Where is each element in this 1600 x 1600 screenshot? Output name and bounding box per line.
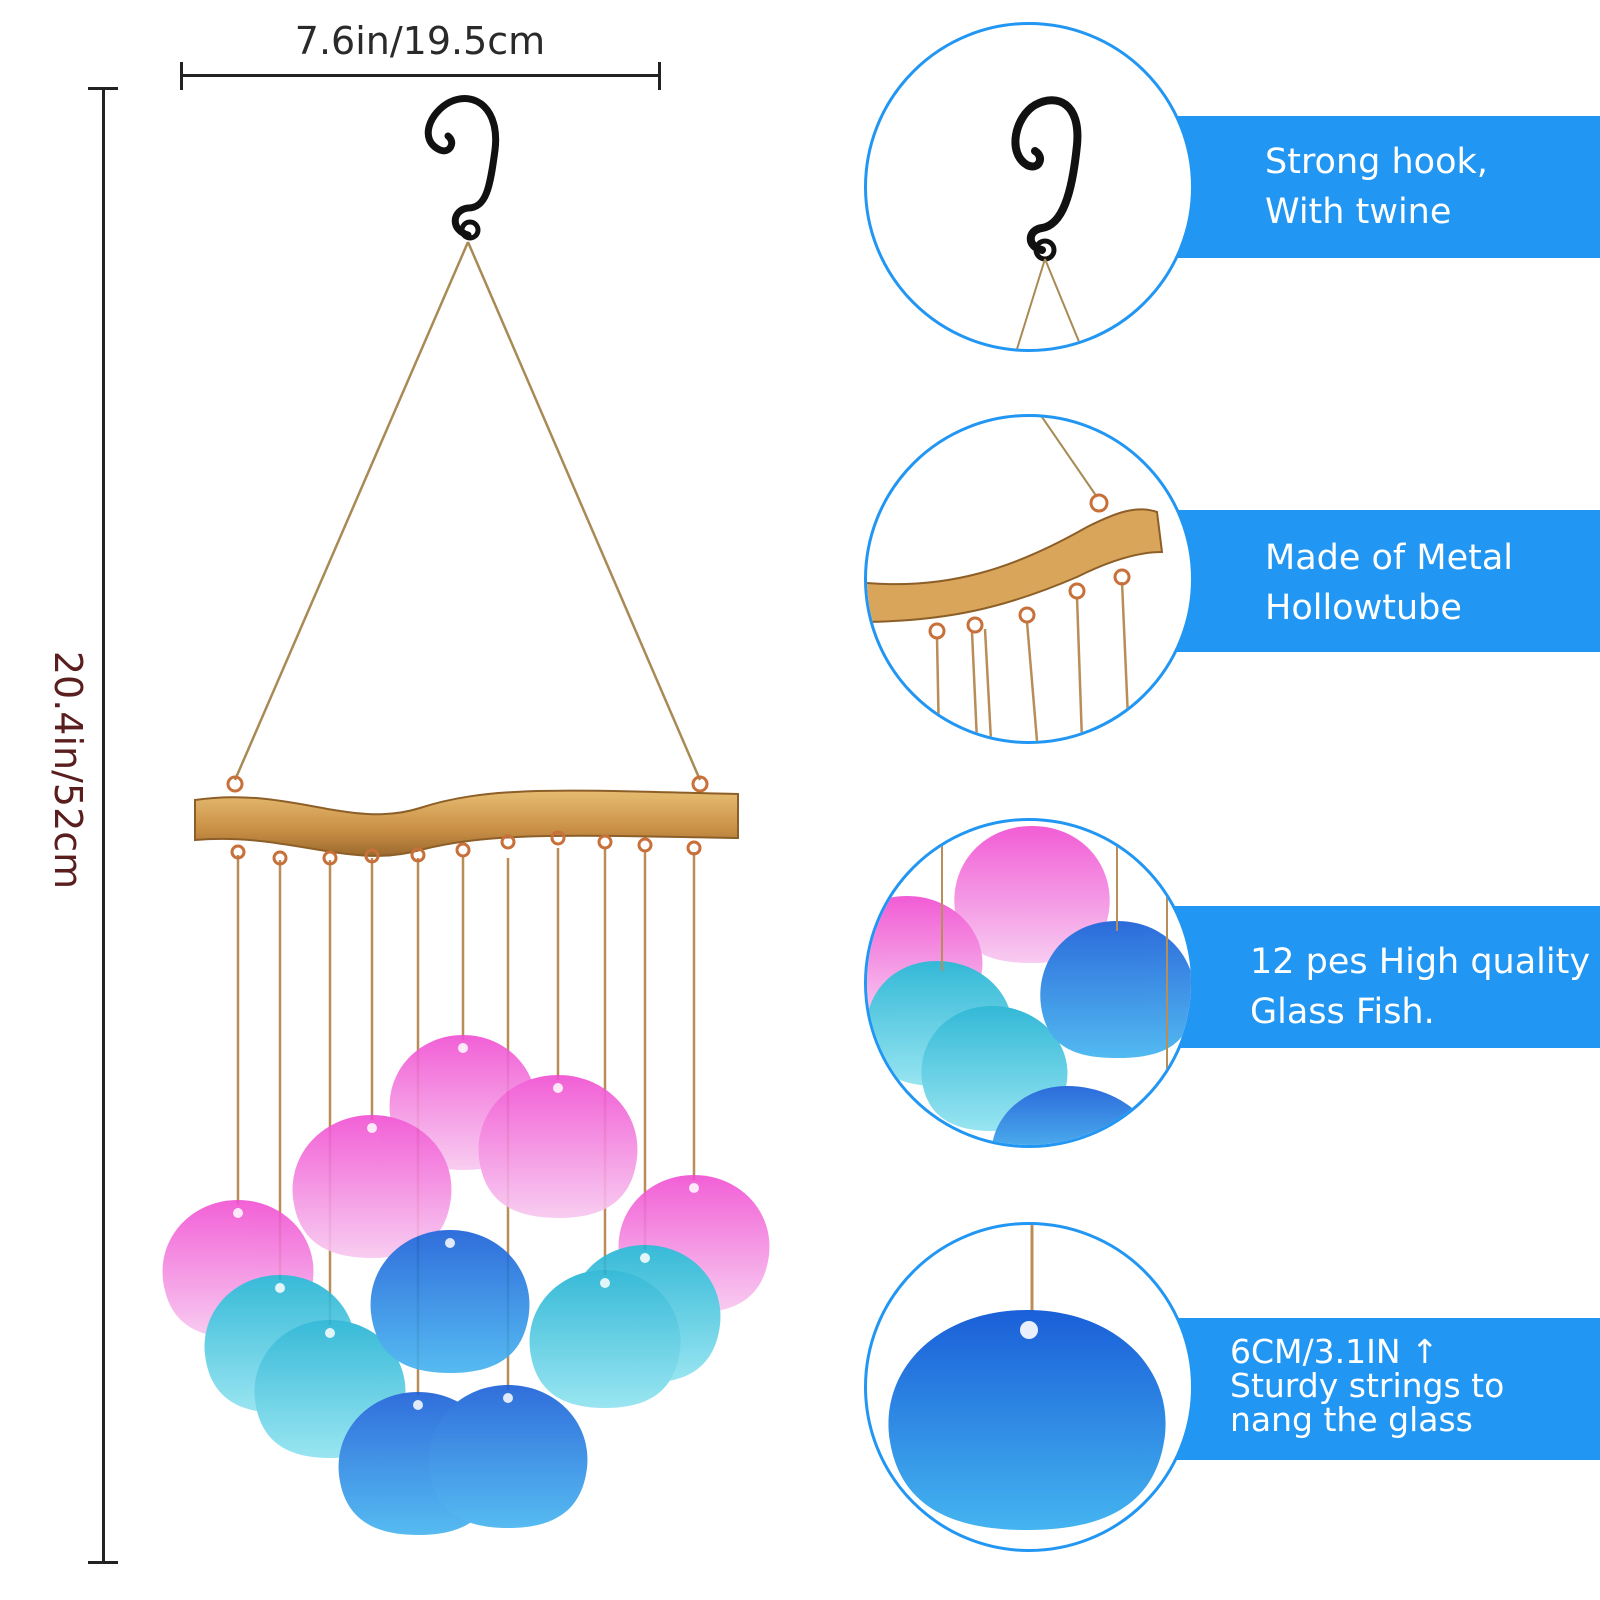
height-dimension-label: 20.4in/52cm	[46, 650, 90, 890]
feature-band-glass	[1150, 906, 1600, 1048]
width-dimension-label: 7.6in/19.5cm	[294, 19, 546, 63]
feature-band-bar	[1150, 510, 1600, 652]
height-dimension-tick-top	[88, 87, 118, 90]
glass-shells	[162, 1035, 770, 1535]
width-dimension-line	[180, 74, 660, 77]
feature-text-shell: 6CM/3.1IN ↑ Sturdy strings to nang the g…	[1230, 1332, 1505, 1439]
glass-shells-icon	[867, 821, 1191, 1145]
width-dimension-tick-left	[180, 62, 183, 90]
wooden-bar	[194, 789, 739, 857]
feature-band-hook	[1150, 116, 1600, 258]
blue-shell-icon	[888, 1225, 1166, 1530]
width-dimension-tick-right	[658, 62, 661, 90]
feature-circle-glass	[864, 818, 1194, 1148]
wind-chime-product-image	[162, 95, 770, 1535]
feature-band-shell	[1150, 1318, 1600, 1460]
feature-circle-hook	[864, 22, 1194, 352]
feature-circle-bar	[864, 414, 1194, 744]
height-dimension-line	[102, 88, 105, 1563]
feature-circle-shell	[864, 1222, 1194, 1552]
feature-text-glass: 12 pes High quality Glass Fish.	[1250, 942, 1591, 1032]
feature-text-bar: Made of Metal Hollowtube	[1265, 538, 1514, 628]
hook-icon	[424, 95, 500, 239]
feature-text-hook: Strong hook, With twine	[1265, 142, 1488, 232]
wooden-bar-icon	[867, 508, 1164, 623]
height-dimension-tick-bottom	[88, 1561, 118, 1564]
hook-eye	[459, 219, 481, 241]
hook-icon	[1011, 96, 1082, 254]
